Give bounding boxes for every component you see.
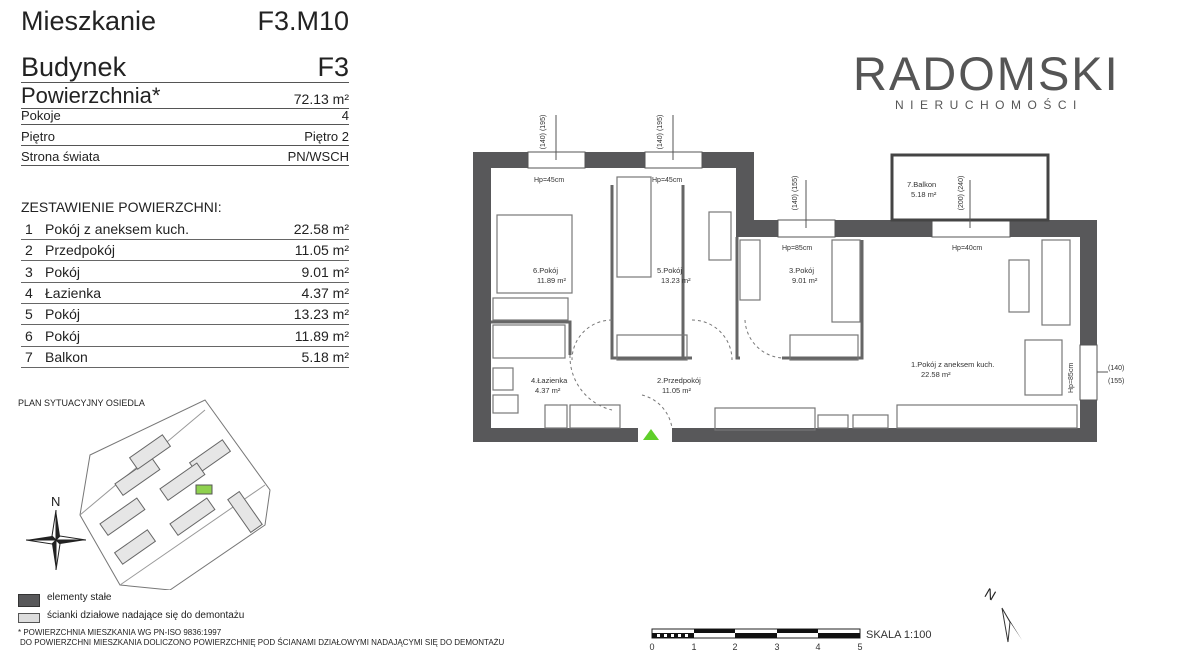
summary-area: 4.37 m²: [301, 284, 349, 301]
window-5-dims-b: (155): [1108, 378, 1124, 385]
room-6-area: 11.89 m²: [537, 276, 567, 285]
room-4-name: 4.Łazienka: [531, 376, 568, 385]
room-5-area: 13.23 m²: [661, 276, 691, 285]
scale-label: SKALA 1:100: [866, 629, 931, 641]
brand-tagline: NIERUCHOMOŚCI: [895, 98, 1083, 112]
legend-fixed-label: elementy stałe: [47, 592, 112, 603]
room-7-area: 5.18 m²: [911, 190, 937, 199]
window-4-sill: Hp=40cm: [952, 245, 982, 252]
rooms-label: Pokoje: [21, 108, 61, 123]
building-row: Budynek F3: [21, 52, 349, 83]
room-1-area: 22.58 m²: [921, 370, 951, 379]
summary-name: Balkon: [45, 348, 88, 365]
window-5-dims-a: (140): [1108, 365, 1124, 372]
summary-title: ZESTAWIENIE POWIERZCHNI:: [21, 199, 222, 215]
window-5-sill: Hp=85cm: [1068, 363, 1075, 393]
apartment-value: F3.M10: [257, 6, 349, 36]
scale-bar: [651, 628, 861, 639]
summary-name: Przedpokój: [45, 242, 116, 259]
apartment-row: Mieszkanie F3.M10: [21, 6, 349, 36]
room-6-name: 6.Pokój: [533, 266, 558, 275]
building-label: Budynek: [21, 52, 127, 82]
orientation-label: Strona świata: [21, 149, 100, 164]
summary-row: 1 Pokój z aneksem kuch. 22.58 m²: [21, 220, 349, 240]
summary-name: Pokój: [45, 306, 81, 323]
room-3-area: 9.01 m²: [792, 276, 818, 285]
area-label: Powierzchnia*: [21, 83, 161, 108]
legend-note-1: * POWIERZCHNIA MIESZKANIA WG PN-ISO 9836…: [18, 628, 222, 637]
summary-area: 9.01 m²: [301, 263, 349, 280]
scale-tick-3: 3: [774, 642, 779, 652]
room-5-name: 5.Pokój: [657, 266, 682, 275]
floor-value: Piętro 2: [304, 129, 349, 144]
summary-area: 22.58 m²: [293, 221, 349, 237]
entrance-marker-icon: [643, 429, 659, 440]
summary-area: 11.05 m²: [294, 242, 349, 259]
summary-number: 3: [25, 263, 33, 280]
orientation-row: Strona świata PN/WSCH: [21, 148, 349, 166]
summary-name: Pokój: [45, 263, 81, 280]
legend-note-2: DO POWIERZCHNI MIESZKANIA DOLICZONO POWI…: [20, 638, 505, 647]
compass-rose-icon: [26, 510, 86, 570]
site-plan-title: PLAN SYTUACYJNY OSIEDLA: [18, 398, 145, 408]
site-north-label: N: [51, 494, 61, 509]
room-4-area: 4.37 m²: [535, 386, 561, 395]
summary-row: 5 Pokój 13.23 m²: [21, 305, 349, 326]
summary-area: 5.18 m²: [301, 348, 349, 365]
window-4-dims: (200) (240): [958, 176, 965, 211]
area-value: 72.13 m²: [293, 91, 349, 107]
room-2-name: 2.Przedpokój: [657, 376, 701, 385]
legend-removable-label: ścianki działowe nadające się do demonta…: [47, 610, 245, 621]
apartment-highlight: [195, 484, 213, 495]
orientation-value: PN/WSCH: [287, 149, 349, 164]
apartment-label: Mieszkanie: [21, 6, 157, 36]
rooms-row: Pokoje 4: [21, 107, 349, 125]
summary-area: 11.89 m²: [294, 327, 349, 344]
summary-number: 2: [25, 242, 33, 259]
area-row: Powierzchnia* 72.13 m²: [21, 84, 349, 109]
rooms-value: 4: [341, 108, 349, 123]
room-3-name: 3.Pokój: [789, 266, 814, 275]
summary-name: Pokój: [45, 327, 81, 344]
window-2-dims: (140) (195): [657, 115, 664, 150]
summary-number: 7: [25, 348, 33, 365]
summary-name: Pokój z aneksem kuch.: [45, 221, 189, 237]
compass-north-label: N: [982, 585, 999, 604]
north-arrow-icon: [1001, 607, 1022, 643]
window-1-dims: (140) (195): [540, 115, 547, 150]
scale-tick-2: 2: [732, 642, 737, 652]
summary-number: 6: [25, 327, 33, 344]
scale-tick-1: 1: [691, 642, 696, 652]
summary-row: 7 Balkon 5.18 m²: [21, 348, 349, 368]
floor-row: Piętro Piętro 2: [21, 128, 349, 146]
summary-row: 6 Pokój 11.89 m²: [21, 327, 349, 347]
summary-name: Łazienka: [45, 284, 102, 301]
floor-label: Piętro: [21, 129, 55, 144]
room-7-name: 7.Balkon: [907, 180, 936, 189]
summary-row: 4 Łazienka 4.37 m²: [21, 284, 349, 304]
brand-logo: RADOMSKI: [853, 47, 1120, 100]
scale-tick-5: 5: [857, 642, 862, 652]
site-plan: [79, 399, 271, 590]
summary-area: 13.23 m²: [293, 306, 349, 323]
room-1-name: 1.Pokój z aneksem kuch.: [911, 360, 994, 369]
summary-row: 3 Pokój 9.01 m²: [21, 263, 349, 283]
window-3-sill: Hp=85cm: [782, 245, 812, 252]
summary-number: 1: [25, 221, 33, 237]
scale-tick-0: 0: [649, 642, 654, 652]
window-3-dims: (140) (155): [792, 176, 799, 211]
summary-row: 2 Przedpokój 11.05 m²: [21, 241, 349, 262]
scale-tick-4: 4: [815, 642, 820, 652]
legend-fixed-swatch: [18, 594, 40, 607]
summary-number: 5: [25, 306, 33, 323]
room-2-area: 11.05 m²: [662, 386, 692, 395]
window-1-sill: Hp=45cm: [534, 177, 564, 184]
summary-number: 4: [25, 284, 33, 301]
window-2-sill: Hp=45cm: [652, 177, 682, 184]
legend-removable-swatch: [18, 613, 40, 623]
building-value: F3: [317, 52, 349, 82]
